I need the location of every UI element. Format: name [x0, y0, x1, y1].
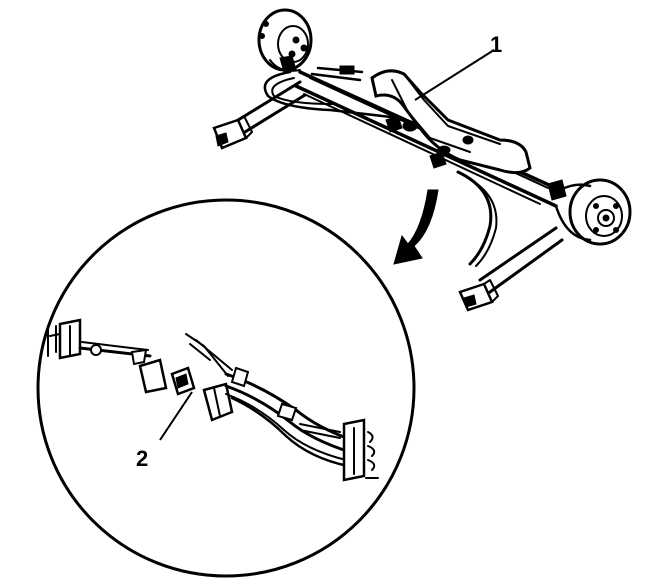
left-mount-bracket — [212, 80, 307, 150]
right-hub-assembly — [547, 178, 632, 246]
detail-cable-guide — [170, 333, 234, 422]
rear-axle-assembly — [212, 8, 632, 312]
callout-1-label: 1 — [490, 32, 502, 57]
axle-crossmember — [370, 69, 532, 175]
callout-2-leader — [159, 391, 193, 441]
detail-cable-bundle — [224, 366, 354, 468]
left-hub-assembly — [257, 8, 313, 73]
brake-cable-loop — [263, 70, 498, 267]
callout-2: 2 — [136, 391, 193, 471]
callout-1-leader — [414, 49, 495, 101]
curved-arrow-icon — [393, 189, 439, 265]
right-mount-bracket — [458, 226, 564, 312]
callout-2-label: 2 — [136, 446, 148, 471]
detail-view-circle — [36, 198, 416, 578]
callout-1: 1 — [414, 32, 502, 101]
detail-left-bracket — [47, 318, 82, 360]
detail-right-bracket — [342, 418, 379, 482]
detail-parking-brake-rod — [78, 341, 168, 394]
